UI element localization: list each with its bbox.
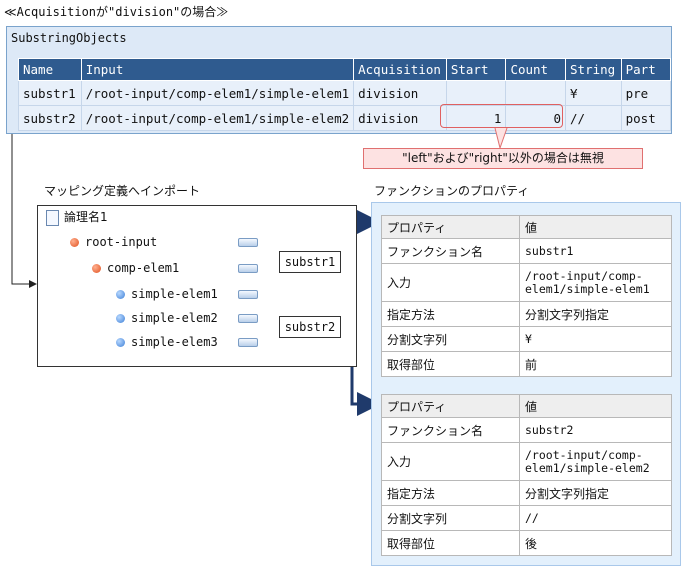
properties-table-substr2: プロパティ 値 ファンクション名 substr2 入力 /root-input/…: [381, 394, 672, 556]
cell-acquisition: division: [353, 105, 447, 131]
port-handle[interactable]: [238, 238, 258, 247]
port-handle[interactable]: [238, 264, 258, 273]
ignore-note: "left"および"right"以外の場合は無視: [363, 148, 643, 169]
node-label: comp-elem1: [107, 261, 180, 275]
cell-string: //: [565, 105, 622, 131]
substring-objects-table: Name Input Acquisition Start Count Strin…: [18, 58, 672, 131]
col-string: String: [565, 58, 622, 81]
cell-acquisition: division: [353, 80, 447, 106]
tree-node-simple3[interactable]: simple-elem3: [116, 335, 218, 349]
col-input: Input: [80, 58, 355, 81]
function-properties-label: ファンクションのプロパティ: [374, 184, 530, 198]
node-label: simple-elem1: [131, 287, 218, 301]
tree-node-simple1[interactable]: simple-elem1: [116, 287, 218, 301]
element-node-icon: [92, 263, 101, 273]
properties-table-substr1: プロパティ 値 ファンクション名 substr1 入力 /root-input/…: [381, 215, 672, 377]
cell-part: pre: [620, 80, 672, 106]
table-row: 取得部位 前: [381, 351, 672, 377]
col-part: Part: [620, 58, 672, 81]
cell-name: substr1: [18, 80, 82, 106]
start-count-highlight: [440, 104, 563, 128]
tree-node-simple2[interactable]: simple-elem2: [116, 311, 218, 325]
cell-input: /root-input/comp-elem1/simple-elem2: [80, 105, 355, 131]
port-handle[interactable]: [238, 338, 258, 347]
cell-part: post: [620, 105, 672, 131]
node-label: simple-elem3: [131, 335, 218, 349]
tree-node-root[interactable]: root-input: [70, 235, 157, 249]
cell-input: /root-input/comp-elem1/simple-elem1: [80, 80, 355, 106]
table-row: 指定方法 分割文字列指定: [381, 480, 672, 506]
table-header-row: プロパティ 値: [381, 394, 672, 418]
port-handle[interactable]: [238, 290, 258, 299]
substring-objects-title: SubstringObjects: [11, 31, 127, 45]
table-row: 入力 /root-input/comp-elem1/simple-elem1: [381, 263, 672, 302]
table-row: ファンクション名 substr1: [381, 238, 672, 264]
mapping-import-label: マッピング定義へインポート: [44, 184, 201, 198]
leaf-node-icon: [116, 337, 125, 347]
table-row: 分割文字列 //: [381, 505, 672, 531]
table-row: substr1 /root-input/comp-elem1/simple-el…: [18, 80, 672, 106]
cell-string: ¥: [565, 80, 622, 106]
cell-start: [445, 80, 507, 106]
col-name: Name: [18, 58, 82, 81]
element-node-icon: [70, 237, 79, 247]
header-property: プロパティ: [381, 215, 520, 239]
table-row: 入力 /root-input/comp-elem1/simple-elem2: [381, 442, 672, 481]
cell-name: substr2: [18, 105, 82, 131]
node-label: root-input: [85, 235, 158, 249]
leaf-node-icon: [116, 313, 125, 323]
table-row: 取得部位 後: [381, 530, 672, 556]
header-property: プロパティ: [381, 394, 520, 418]
leaf-node-icon: [116, 289, 125, 299]
table-row: substr2 /root-input/comp-elem1/simple-el…: [18, 105, 672, 131]
import-arrow: [11, 134, 37, 288]
table-header-row: プロパティ 値: [381, 215, 672, 239]
cell-start: 1: [445, 105, 507, 131]
col-count: Count: [505, 58, 567, 81]
header-value: 値: [519, 215, 672, 239]
table-row: 分割文字列 ¥: [381, 326, 672, 352]
header-value: 値: [519, 394, 672, 418]
table-row: ファンクション名 substr2: [381, 417, 672, 443]
tree-node-comp[interactable]: comp-elem1: [92, 261, 179, 275]
port-handle[interactable]: [238, 314, 258, 323]
logical-name: 論理名1: [64, 210, 108, 224]
function-substr1[interactable]: substr1: [279, 251, 341, 273]
substring-objects-panel: SubstringObjects Name Input Acquisition …: [6, 26, 672, 134]
table-header-row: Name Input Acquisition Start Count Strin…: [18, 58, 672, 81]
cell-count: [505, 80, 567, 106]
mapping-definition-box: [37, 205, 357, 367]
figure-caption: ≪Acquisitionが"division"の場合≫: [4, 5, 229, 19]
col-start: Start: [445, 58, 507, 81]
col-acquisition: Acquisition: [353, 58, 447, 81]
node-label: simple-elem2: [131, 311, 218, 325]
table-row: 指定方法 分割文字列指定: [381, 301, 672, 327]
function-substr2[interactable]: substr2: [279, 316, 341, 338]
document-icon: [46, 210, 59, 226]
